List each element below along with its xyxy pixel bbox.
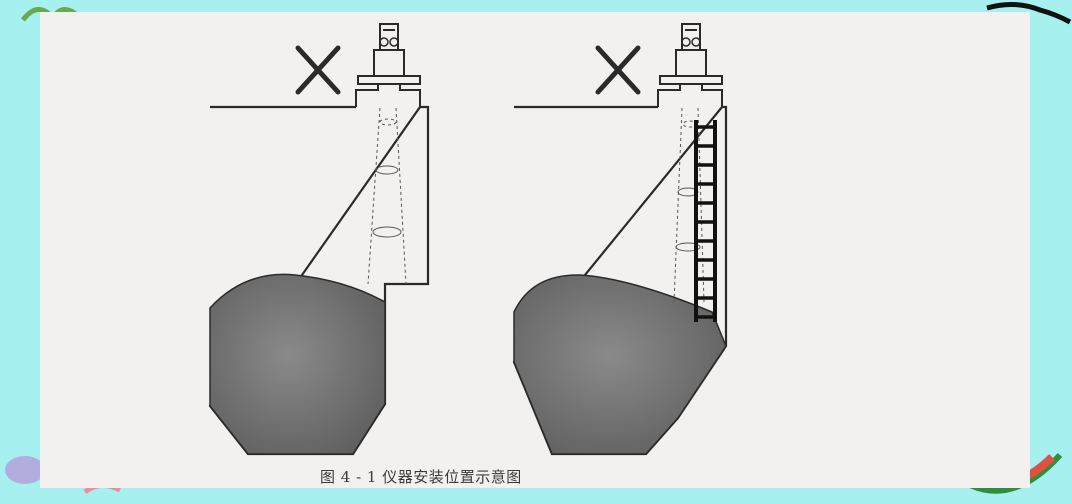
- panel-left: [208, 23, 430, 456]
- figure-caption: 图 4 - 1 仪器安装位置示意图: [320, 468, 522, 486]
- material-pile-right: [513, 274, 727, 455]
- ladder-icon: [694, 120, 717, 322]
- top-right-decoration: [985, 0, 1072, 30]
- radar-beam-left: [367, 107, 407, 285]
- cross-mark-icon: [595, 45, 641, 95]
- figure-sheet: [40, 12, 1030, 488]
- radar-level-sensor-icon: [659, 23, 723, 85]
- material-pile-left: [209, 273, 386, 455]
- cross-mark-icon: [295, 45, 341, 95]
- panel-right: [512, 23, 728, 456]
- radar-level-sensor-icon: [357, 23, 421, 85]
- brush-stroke-icon: [986, 2, 1072, 25]
- radar-beam-right: [673, 107, 705, 303]
- installation-diagram: [208, 23, 728, 456]
